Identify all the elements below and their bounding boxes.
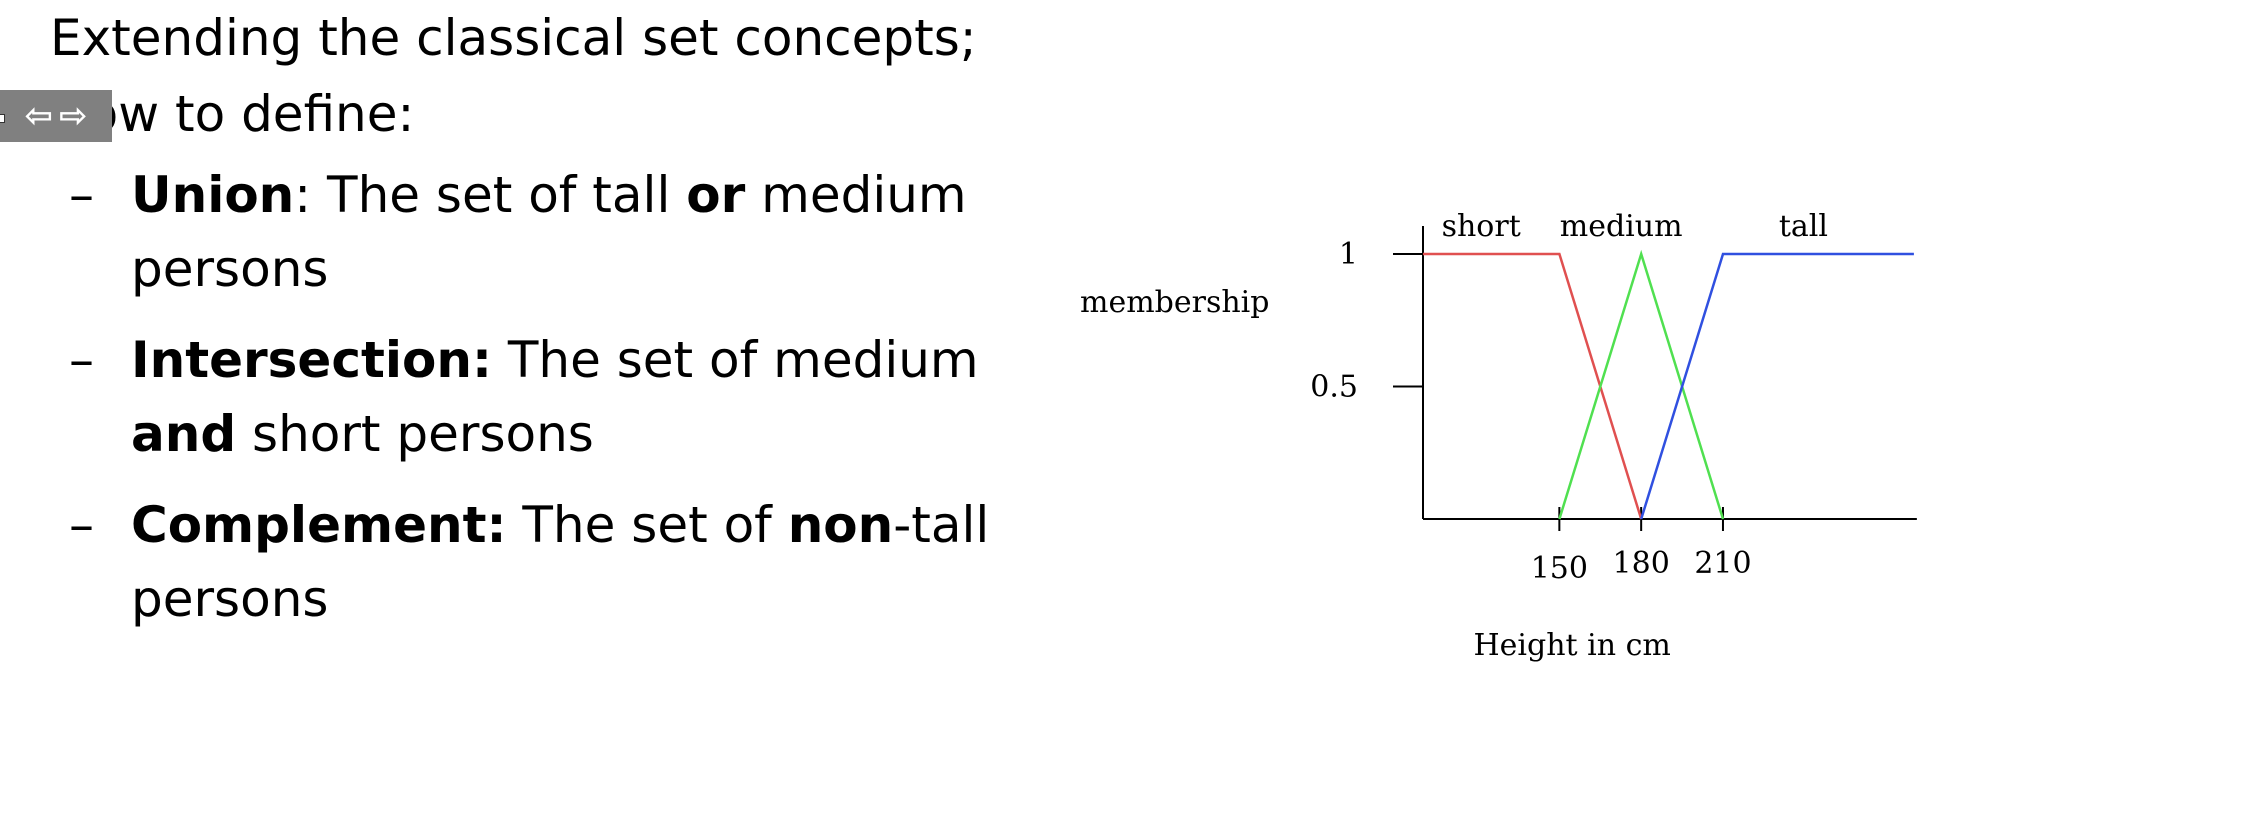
slide-nav-widget[interactable]: ⇦ ⇨ <box>0 90 112 142</box>
nav-handle[interactable] <box>0 114 5 123</box>
bullet-intersection-text-2: short persons <box>236 405 594 463</box>
bullet-complement-term: Complement: <box>131 496 507 554</box>
chart-axes <box>1393 226 1917 531</box>
bullet-dash: – <box>69 496 94 554</box>
series-line-medium <box>1558 249 1725 520</box>
bullet-intersection-text-1: The set of medium <box>491 331 979 389</box>
chart-svg: 0.5 1 150 180 210 short medium tall membershipHe… <box>1080 209 1917 663</box>
bullet-union-keyword: or <box>686 166 746 224</box>
bullet-intersection-keyword: and <box>131 405 237 463</box>
x-tick-label: 210 <box>1694 546 1751 581</box>
bullet-complement-text-2: -tall persons <box>131 496 990 628</box>
y-axis-label: membership <box>1080 285 1269 320</box>
series-line-tall <box>1640 252 1914 520</box>
x-tick-label: 180 <box>1613 546 1670 581</box>
intro-line-2: How to define: <box>50 85 415 143</box>
arrow-right-icon[interactable]: ⇨ <box>59 96 88 136</box>
intro-line-1: Extending the classical set concepts; <box>50 9 977 67</box>
chart-series-layer <box>1423 249 1914 520</box>
arrow-left-icon[interactable]: ⇦ <box>24 96 54 136</box>
bullet-list: –Union: The set of tall or medium person… <box>50 158 1050 636</box>
bullet-dash: – <box>69 331 94 389</box>
bullet-union-text-2: medium persons <box>131 166 967 298</box>
series-label-medium: medium <box>1560 209 1683 244</box>
x-tick-label: 150 <box>1531 551 1588 586</box>
bullet-complement: –Complement: The set of non-tall persons <box>50 488 1031 636</box>
slide-text: Extending the classical set concepts; Ho… <box>50 0 1050 653</box>
series-line-short <box>1423 252 1643 520</box>
bullet-complement-keyword: non <box>787 496 894 554</box>
bullet-union: –Union: The set of tall or medium person… <box>50 158 1031 306</box>
y-tick-label: 0.5 <box>1310 370 1358 405</box>
x-axis-label: Height in cm <box>1473 628 1670 663</box>
series-label-short: short <box>1442 209 1521 244</box>
bullet-dash: – <box>69 166 94 224</box>
chart-labels-layer: 0.5 1 150 180 210 short medium tall membershipHe… <box>1080 209 1828 663</box>
bullet-union-term: Union <box>131 166 295 224</box>
series-label-tall: tall <box>1779 209 1828 244</box>
bullet-intersection-term: Intersection: <box>131 331 492 389</box>
bullet-intersection: –Intersection: The set of medium and sho… <box>50 323 1031 471</box>
bullet-union-text-1: : The set of tall <box>294 166 687 224</box>
bullet-complement-text-1: The set of <box>506 496 788 554</box>
y-tick-label: 1 <box>1339 237 1358 272</box>
